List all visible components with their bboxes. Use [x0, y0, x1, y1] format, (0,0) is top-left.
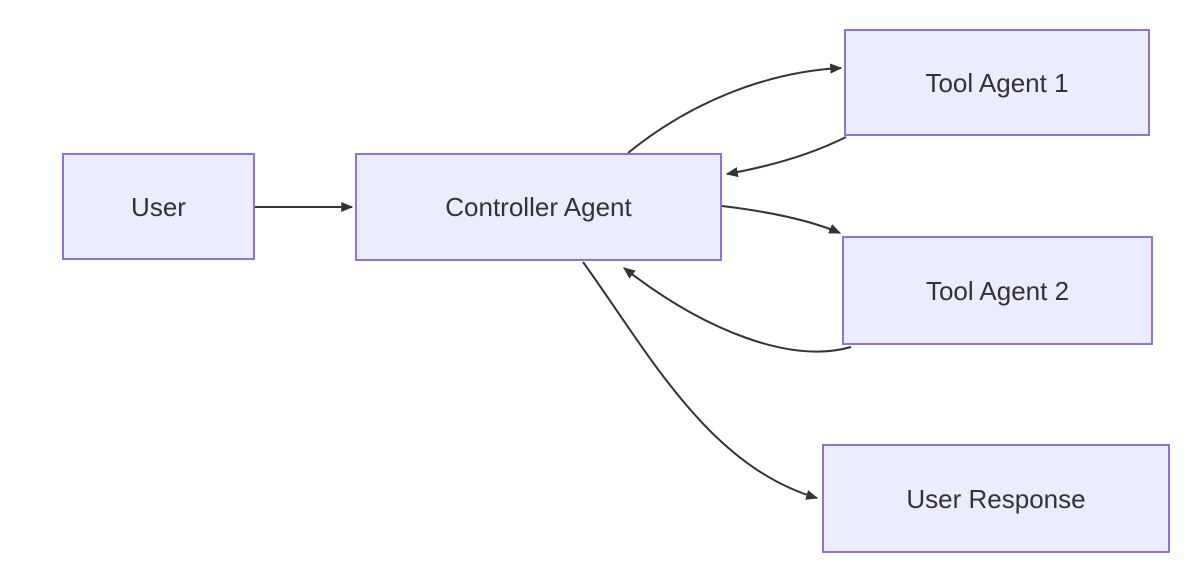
node-controller-agent-label: Controller Agent	[445, 192, 632, 222]
edge-controller-to-user-response	[582, 261, 819, 500]
node-tool-agent-2: Tool Agent 2	[842, 236, 1153, 345]
edge-tool-agent-1-to-controller	[725, 136, 847, 178]
edge-tool-agent-2-to-controller	[623, 267, 852, 353]
edge-controller-to-tool-agent-1	[627, 63, 843, 154]
node-tool-agent-1: Tool Agent 1	[844, 29, 1150, 136]
node-user: User	[62, 153, 255, 260]
node-tool-agent-2-label: Tool Agent 2	[925, 275, 1070, 306]
node-user-response-label: User Response	[906, 483, 1086, 514]
node-user-label: User	[131, 191, 186, 222]
node-tool-agent-1-label: Tool Agent 1	[925, 67, 1069, 98]
node-controller-agent: Controller Agent	[355, 153, 722, 261]
node-user-response: User Response	[822, 444, 1170, 553]
edge-controller-to-tool-agent-2	[721, 205, 842, 234]
